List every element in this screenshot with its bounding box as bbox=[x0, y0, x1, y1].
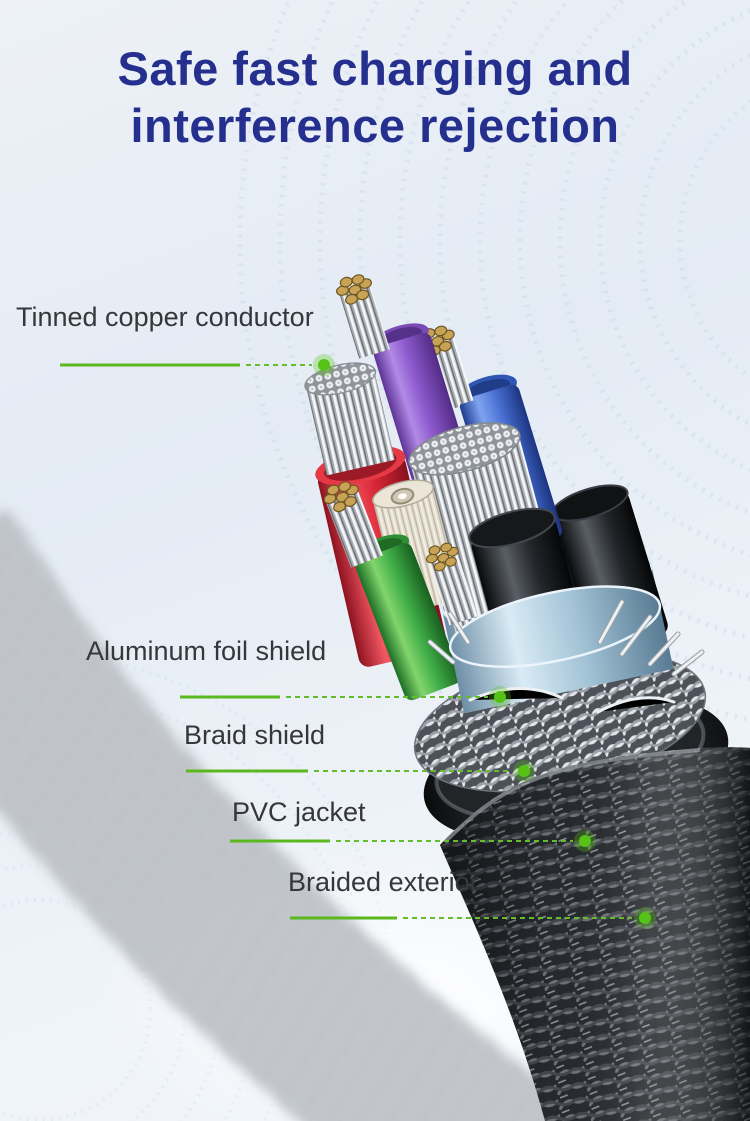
leader-pvc-jacket bbox=[230, 830, 596, 852]
small-bundle-gold-tips bbox=[425, 542, 459, 572]
label-braid-shield: Braid shield bbox=[184, 720, 326, 750]
page-title-line2: interference rejection bbox=[130, 99, 620, 153]
green-wire-gold-tips bbox=[323, 481, 359, 513]
braid-frayed-strands bbox=[427, 599, 705, 714]
background-swirl-texture bbox=[237, 0, 750, 845]
leader-braid-shield bbox=[186, 760, 535, 782]
green-wire bbox=[323, 481, 461, 701]
label-aluminum-foil-shield: Aluminum foil shield bbox=[86, 636, 327, 666]
leader-aluminum-foil bbox=[180, 686, 511, 708]
cable-cross-section bbox=[304, 274, 750, 1121]
label-pvc-jacket: PVC jacket bbox=[232, 797, 366, 827]
leader-braided-exterior bbox=[290, 907, 656, 929]
page-title-line1: Safe fast charging and bbox=[117, 42, 633, 95]
page-title: Safe fast charging and interference reje… bbox=[0, 40, 750, 155]
purple-wire-gold-tips bbox=[336, 274, 372, 305]
callout-leaders bbox=[60, 354, 656, 929]
blurred-braided-cable bbox=[0, 506, 595, 1121]
label-braided-exterior: Braided exterior bbox=[288, 867, 479, 897]
aluminum-foil-front bbox=[448, 585, 674, 714]
leader-tinned-copper bbox=[60, 354, 335, 376]
label-tinned-copper-conductor: Tinned copper conductor bbox=[16, 302, 314, 332]
small-gold-bundle bbox=[425, 542, 478, 626]
